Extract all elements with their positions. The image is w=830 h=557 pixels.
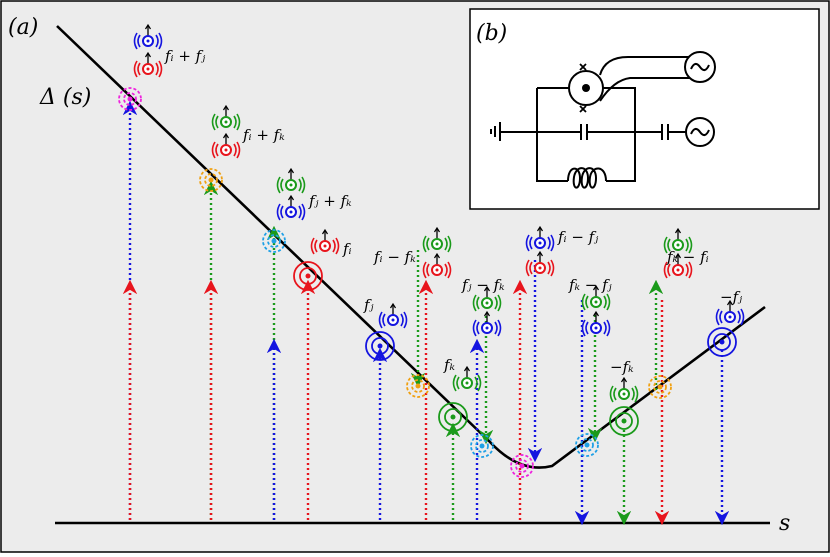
frequency-label: −fₖ <box>610 358 634 376</box>
resonance-node <box>438 402 468 432</box>
resonance-node <box>510 454 534 478</box>
qubit-glyph-icon <box>452 365 482 392</box>
inductor-icon <box>567 167 607 189</box>
qubit-glyph-icon <box>310 228 340 255</box>
frequency-labels: fᵢ + fⱼ fᵢ + fₖ fⱼ + fₖ fᵢ fⱼ fᵢ − fₖ fₖ fⱼ − f… <box>164 47 742 376</box>
resonance-node <box>365 331 395 361</box>
flux-dot-icon <box>582 84 590 92</box>
panel-b-inset: (b) <box>469 8 820 210</box>
qubit-glyph-icon <box>581 310 611 337</box>
qubit-glyph-icon <box>472 310 502 337</box>
capacitor-icon <box>500 124 686 140</box>
qubit-glyph-icon <box>211 104 241 131</box>
frequency-label: fᵢ <box>342 240 352 258</box>
frequency-label: fᵢ + fₖ <box>242 126 285 144</box>
frequency-label: fₖ − fⱼ <box>568 276 612 294</box>
frequency-label: fᵢ − fⱼ <box>557 228 598 246</box>
junction-top-icon <box>579 63 587 71</box>
sine-icon <box>690 63 710 71</box>
qubit-glyph-icon <box>276 167 306 194</box>
qubit-glyph-icon <box>378 302 408 329</box>
resonance-node <box>470 434 494 458</box>
resonance-node <box>575 433 599 457</box>
panel-b-frame <box>469 8 820 210</box>
frequency-label: fⱼ + fₖ <box>308 192 352 210</box>
qubit-glyph-icon <box>609 376 639 403</box>
qubit-glyph-icon <box>472 285 502 312</box>
resonance-node <box>707 327 737 357</box>
qubit-glyph-icon <box>133 51 163 78</box>
panel-a-label: (a) <box>8 15 38 40</box>
frequency-label: fₖ <box>443 356 456 374</box>
resonance-node <box>262 229 286 253</box>
qubit-glyph-icon <box>276 194 306 221</box>
frequency-label: fⱼ <box>363 296 374 314</box>
qubit-glyph-icon <box>211 132 241 159</box>
resonance-node <box>648 375 672 399</box>
qubit-glyph-icon <box>663 227 693 254</box>
resonance-node <box>118 87 142 111</box>
resonance-node <box>199 168 223 192</box>
resonance-nodes <box>118 87 737 478</box>
resonance-node <box>406 374 430 398</box>
frequency-label: fᵢ + fⱼ <box>164 47 205 65</box>
flux-line <box>599 56 690 102</box>
qubit-glyph-icon <box>581 284 611 311</box>
junction-bottom-icon <box>579 105 587 113</box>
frequency-label: fₖ − fᵢ <box>666 248 709 266</box>
qubit-glyph-icon <box>525 250 555 277</box>
frequency-label: fᵢ − fₖ <box>373 248 416 266</box>
qubit-glyph-icon <box>525 225 555 252</box>
qubit-glyph-icon <box>663 252 693 279</box>
panel-b-label: (b) <box>476 21 507 46</box>
qubit-glyph-icon <box>715 299 745 326</box>
qubit-glyph-icon <box>422 252 452 279</box>
sine-icon <box>690 128 710 136</box>
qubit-glyphs <box>133 23 745 403</box>
qubit-glyph-icon <box>422 226 452 253</box>
wire-right <box>603 87 636 182</box>
curve-label: Δ (s) <box>39 85 91 110</box>
x-axis-label: s <box>779 511 790 536</box>
frequency-label: fⱼ − fₖ <box>461 276 505 294</box>
resonance-node <box>293 261 323 291</box>
qubit-glyph-icon <box>133 23 163 50</box>
wire-left <box>536 88 568 182</box>
resonance-node <box>609 406 639 436</box>
frequency-label: −fⱼ <box>720 288 742 306</box>
transition-arrows <box>122 100 730 526</box>
